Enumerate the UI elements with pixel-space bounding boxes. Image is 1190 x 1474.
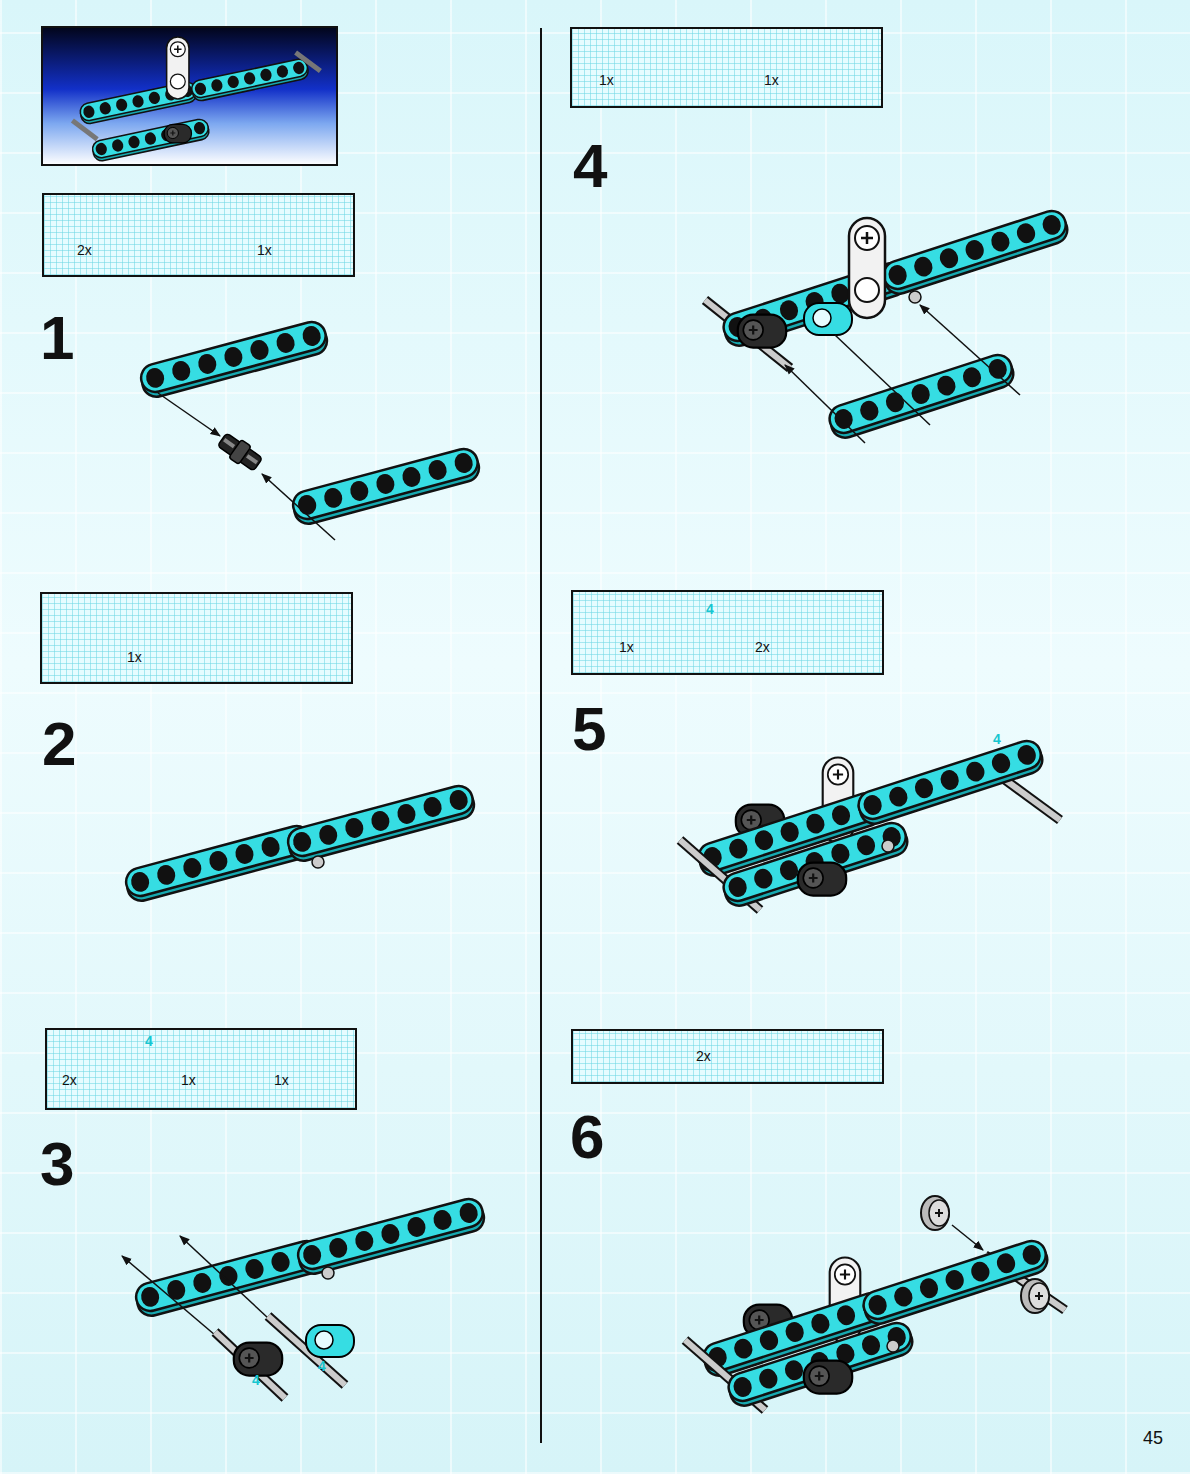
assembly-arrow	[158, 393, 220, 436]
part-quantity: 2x	[77, 243, 92, 257]
step-number: 3	[40, 1133, 74, 1195]
assembly-arrow	[785, 365, 865, 443]
beam-part	[290, 446, 482, 527]
beam-part	[855, 737, 1046, 827]
black-connector	[234, 1343, 282, 1376]
thumbnail-model	[72, 37, 320, 162]
assembly-arrow	[952, 1225, 983, 1250]
parts-list-box: 4 2x 1x 1x	[45, 1028, 357, 1110]
axle-length: 4	[706, 602, 714, 616]
axle-length: 4	[145, 1034, 153, 1048]
step-number: 5	[572, 698, 606, 760]
model-thumbnail	[42, 27, 337, 165]
part-quantity: 1x	[599, 73, 614, 87]
step-number: 4	[573, 135, 607, 197]
part-quantity: 1x	[764, 73, 779, 87]
black-connector	[738, 315, 786, 348]
beam-part	[123, 823, 315, 904]
beam-part	[91, 118, 210, 163]
part-quantity: 1x	[619, 640, 634, 654]
bush-part	[921, 1196, 949, 1230]
cyan-connector	[306, 1325, 354, 1357]
beam-part	[285, 783, 477, 864]
axle-length: 4	[252, 1373, 260, 1387]
beam-part	[133, 1238, 325, 1319]
black-connector	[804, 1361, 852, 1394]
axle-length: 4	[993, 732, 1001, 746]
black-connector	[164, 124, 191, 143]
step-number: 6	[570, 1106, 604, 1168]
pin-part	[216, 430, 265, 473]
assembly-arrow	[180, 1236, 268, 1318]
part-quantity: 1x	[181, 1073, 196, 1087]
white-connector	[849, 218, 885, 318]
pin-end	[909, 291, 921, 303]
assembly-line	[835, 335, 930, 425]
part-quantity: 1x	[257, 243, 272, 257]
pin-end	[312, 856, 324, 868]
assembly-arrow	[920, 305, 1020, 395]
black-connector	[798, 863, 846, 896]
beam-part	[138, 319, 330, 400]
assembly-arrow	[262, 474, 335, 540]
parts-list-box: 4 1x 2x	[571, 590, 884, 675]
bush-part	[1021, 1279, 1049, 1313]
assembly-arrow	[122, 1256, 215, 1335]
beam-part	[826, 351, 1017, 441]
step-number: 2	[42, 713, 76, 775]
parts-list-box: 1x 1x	[570, 27, 883, 108]
beam-part	[880, 207, 1071, 297]
pin-end	[887, 1340, 899, 1352]
part-quantity: 1x	[274, 1073, 289, 1087]
part-quantity: 2x	[696, 1049, 711, 1063]
part-quantity: 2x	[755, 640, 770, 654]
beam-part	[860, 1237, 1051, 1327]
parts-list-box: 2x 1x	[42, 193, 355, 277]
part-quantity: 1x	[127, 650, 142, 664]
axle	[296, 52, 321, 71]
beam-part	[725, 1319, 916, 1409]
parts-list-box: 2x	[571, 1029, 884, 1084]
cyan-connector	[804, 303, 852, 335]
pin-end	[322, 1267, 334, 1279]
page-number: 45	[1143, 1429, 1163, 1447]
axle	[215, 1332, 285, 1398]
beam-part	[295, 1196, 487, 1277]
column-divider	[540, 28, 542, 1443]
beam-part	[190, 58, 309, 103]
parts-list-box: 1x	[40, 592, 353, 684]
axle-length: 4	[318, 1359, 326, 1373]
part-quantity: 2x	[62, 1073, 77, 1087]
beam-part	[720, 819, 911, 909]
step-number: 1	[40, 307, 74, 369]
pin-end	[882, 840, 894, 852]
white-connector	[167, 37, 189, 99]
